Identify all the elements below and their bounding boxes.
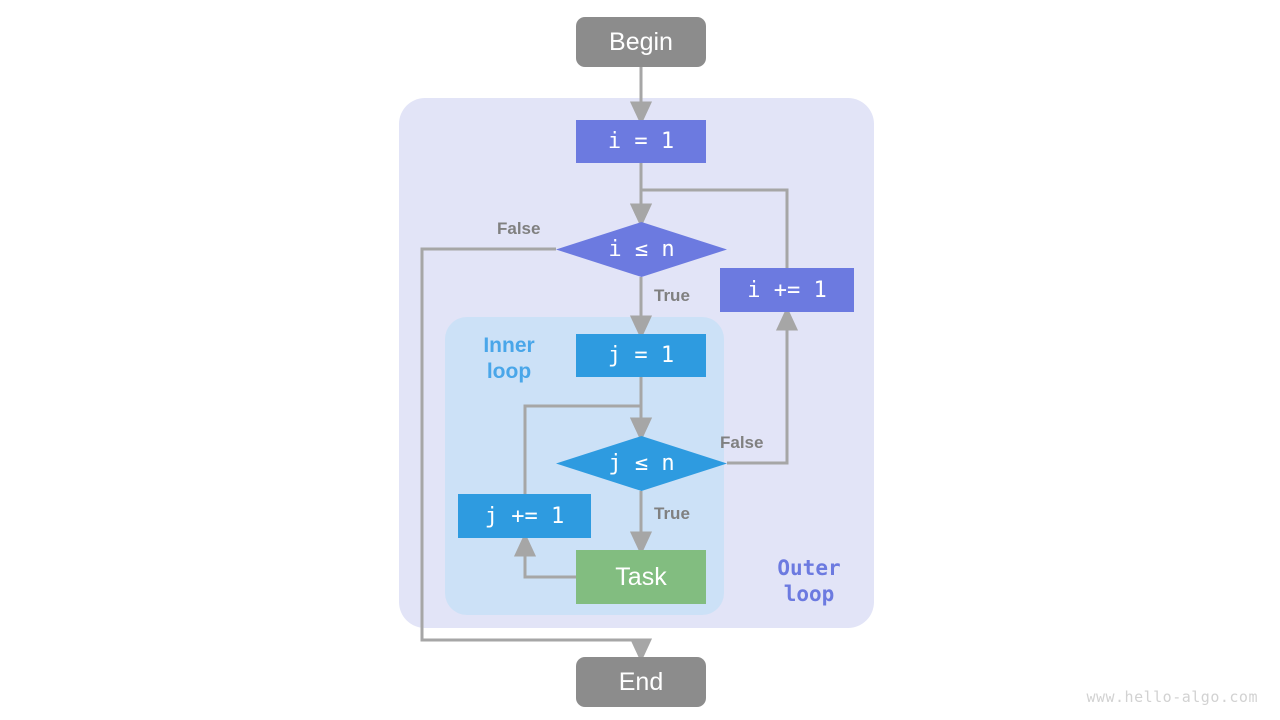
node-end[interactable]: End (576, 657, 706, 707)
node-begin[interactable]: Begin (576, 17, 706, 67)
edge-label-true-outer: True (654, 286, 690, 305)
edge-label-false-outer: False (497, 219, 541, 238)
outer-loop-label: Outer loop (777, 556, 841, 606)
node-i-init[interactable]: i = 1 (576, 120, 706, 163)
node-i-increment[interactable]: i += 1 (720, 268, 854, 312)
node-task[interactable]: Task (576, 550, 706, 604)
node-j-increment[interactable]: j += 1 (458, 494, 591, 538)
watermark: www.hello-algo.com (1086, 688, 1258, 706)
inner-loop-label: Inner loop (483, 334, 535, 383)
node-j-init[interactable]: j = 1 (576, 334, 706, 377)
edge-label-false-inner: False (720, 433, 764, 452)
edge-label-true-inner: True (654, 504, 690, 523)
